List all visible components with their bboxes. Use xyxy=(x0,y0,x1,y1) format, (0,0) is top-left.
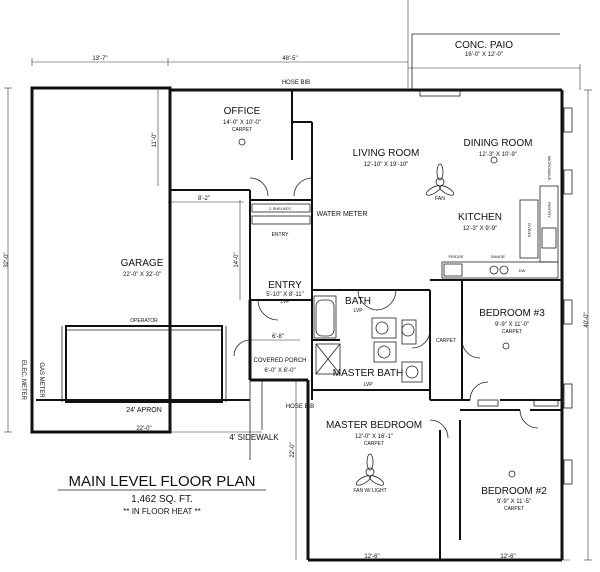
bedroom2-finish: CARPET xyxy=(504,506,524,512)
dim-top-left: 13'-7" xyxy=(92,56,107,62)
bedroom2-size: 9'-9" X 11'-5" xyxy=(497,499,531,505)
plan-title: MAIN LEVEL FLOOR PLAN xyxy=(68,473,255,490)
fan-light-label: FAN W/ LIGHT xyxy=(353,488,386,494)
garage-size: 22'-0" X 32'-0" xyxy=(123,272,161,278)
hall-carpet-label: CARPET xyxy=(436,338,456,344)
bedroom2-name: BEDROOM #2 xyxy=(481,486,547,497)
interior-walls xyxy=(170,90,562,560)
kitchen-size: 12'-3" X 9'-9" xyxy=(463,226,498,232)
windows xyxy=(419,89,573,485)
door-swings xyxy=(233,177,539,439)
master-bath-name: MASTER BATH xyxy=(333,368,403,379)
gas-meter-label: GAS METER xyxy=(38,362,44,398)
master-bedroom-finish: CARPET xyxy=(364,441,384,447)
living-name: LIVING ROOM xyxy=(353,148,420,159)
dining-size: 12'-3" X 10'-9" xyxy=(479,152,517,158)
bedroom3-size: 9'-9" X 11'-0" xyxy=(495,322,529,328)
fan-label: FAN xyxy=(435,196,445,202)
plan-note: ** IN FLOOR HEAT ** xyxy=(123,507,201,516)
dim-top-mid: 48'-5" xyxy=(282,56,297,62)
dim-entry-h: 14'-0" xyxy=(234,252,240,267)
entry-size: 5'-10" X 8'-11" xyxy=(266,292,303,298)
entry-finish: LVP xyxy=(280,299,290,305)
hose-bib-top: HOSE BIB xyxy=(282,80,310,86)
apron-label: 24' APRON xyxy=(126,407,162,414)
operator-label: OPERATOR xyxy=(130,318,158,324)
shelves-label-1: 2 SHELVES xyxy=(269,206,291,211)
dim-left: 32'-0" xyxy=(4,252,10,267)
plan-sqft: 1,462 SQ. FT. xyxy=(131,494,193,505)
dw-label: DW xyxy=(519,268,526,273)
hall-shelves xyxy=(251,203,559,407)
microwave-label: MICROWAVE xyxy=(547,156,552,181)
exterior-walls xyxy=(30,86,564,562)
range-label: RANGE xyxy=(491,254,506,259)
pantry-label: PANTRY xyxy=(547,202,552,218)
kitchen-name: KITCHEN xyxy=(458,212,502,223)
garage-door-area xyxy=(36,325,263,460)
sidewalk-label: 4' SIDEWALK xyxy=(229,433,279,442)
master-bath-finish: LVP xyxy=(363,382,373,388)
bath-name: BATH xyxy=(345,296,371,307)
dim-right: 40'-0" xyxy=(584,312,590,327)
living-size: 12'-10" X 19'-10" xyxy=(364,162,409,168)
entry-small-label: ENTRY xyxy=(272,232,290,238)
water-meter-label: WATER METER xyxy=(317,211,368,218)
dim-porch-w: 6'-8" xyxy=(272,334,284,340)
master-bedroom-name: MASTER BEDROOM xyxy=(326,420,422,431)
hose-bib-side: HOSE BIB xyxy=(286,404,314,410)
dim-bottom-right: 12'-6" xyxy=(500,554,515,560)
patio-name: CONC. PAIO xyxy=(455,40,513,51)
bath-finish: LVP xyxy=(353,308,363,314)
fridge-label: FRIDGE xyxy=(448,254,463,259)
bath-fixtures xyxy=(313,295,423,383)
entry-name: ENTRY xyxy=(268,280,302,291)
dining-name: DINING ROOM xyxy=(464,138,533,149)
porch-name: COVERED PORCH xyxy=(253,358,306,364)
bedroom3-finish: CARPET xyxy=(502,329,522,335)
patio-outline xyxy=(411,33,560,90)
office-name: OFFICE xyxy=(224,106,261,117)
patio-size: 16'-0" X 12'-0" xyxy=(465,52,503,58)
garage-name: GARAGE xyxy=(121,258,164,269)
dim-bottom-mid: 12'-6" xyxy=(364,554,379,560)
bedroom3-name: BEDROOM #3 xyxy=(479,308,545,319)
elec-meter-label: ELEC. METER xyxy=(20,360,26,401)
light-fixtures xyxy=(238,138,516,478)
ovens-label: OVENS xyxy=(527,223,532,237)
office-finish: CARPET xyxy=(232,127,252,133)
dim-office-h: 11'-0" xyxy=(152,133,158,148)
porch-size: 6'-0" X 6'-0" xyxy=(264,368,295,374)
office-size: 14'-0" X 10'-0" xyxy=(223,120,261,126)
master-bedroom-size: 12'-0" X 16'-1" xyxy=(355,434,393,440)
dim-hall-w: 8'-2" xyxy=(198,196,210,202)
dim-garage-bottom: 22'-0" xyxy=(136,426,151,432)
ceiling-fans xyxy=(238,138,516,486)
dim-right-low: 22'-0" xyxy=(290,442,296,457)
kitchen-fixtures xyxy=(441,185,559,279)
